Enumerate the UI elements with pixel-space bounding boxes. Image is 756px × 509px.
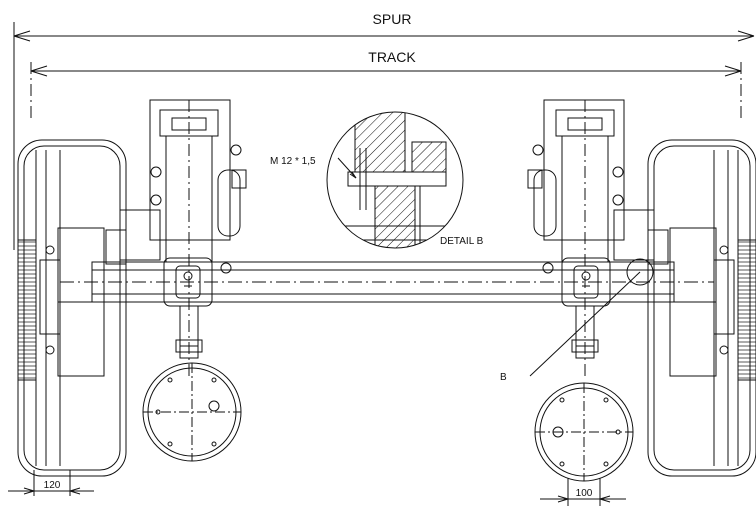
left-steering-assembly [105, 99, 247, 380]
detail-b-label: DETAIL B [440, 236, 484, 247]
right-steering-assembly [527, 99, 669, 380]
track-dimension [30, 62, 742, 120]
dim-left-value: 120 [44, 480, 61, 491]
left-caster-wheel [142, 345, 242, 462]
thread-size-label: M 12 * 1,5 [270, 156, 316, 167]
left-wheel [17, 139, 127, 477]
right-caster-wheel [534, 345, 634, 482]
track-label: TRACK [368, 49, 416, 65]
detail-b-callout [529, 258, 654, 377]
spur-dimension [13, 22, 755, 250]
detail-b-view [326, 111, 464, 249]
dim-right-100 [540, 478, 626, 506]
axle-beam [60, 261, 714, 303]
dim-left-120 [8, 470, 94, 496]
right-wheel [647, 139, 756, 477]
dim-right-value: 100 [576, 488, 593, 499]
spur-label: SPUR [373, 11, 412, 27]
detail-b-callout-label: B [500, 372, 507, 383]
